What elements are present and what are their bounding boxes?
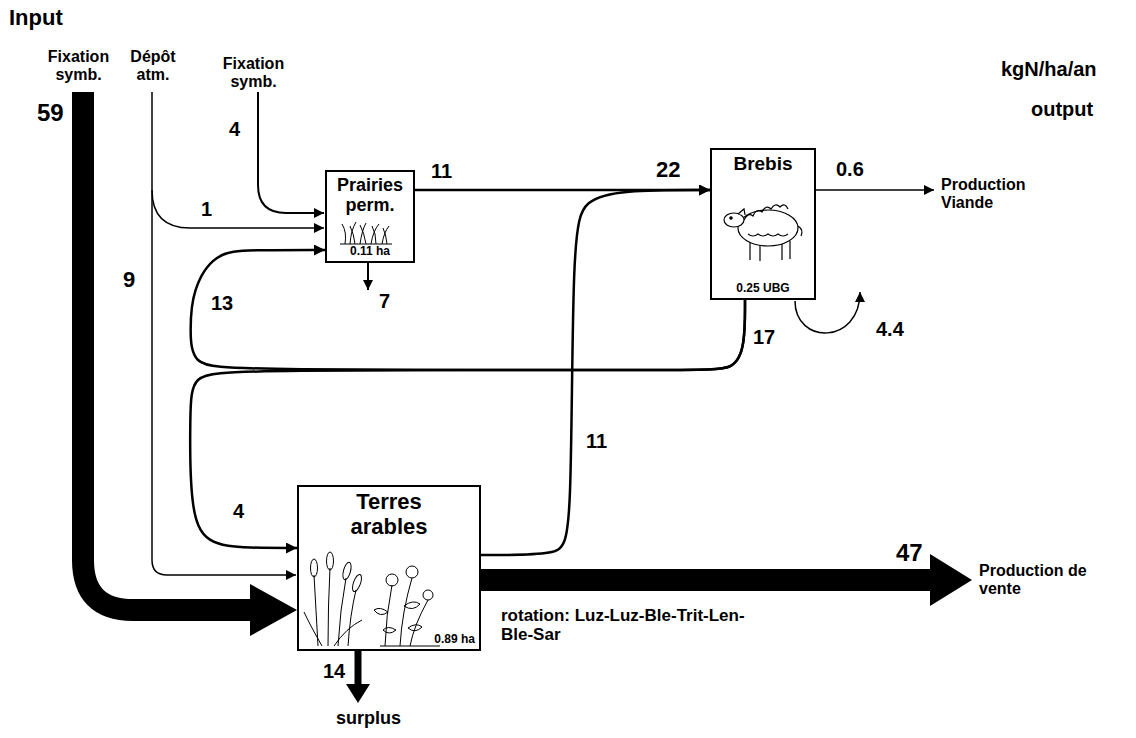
compartment-size: 0.25 UBG <box>736 282 789 295</box>
input-flow <box>83 92 252 610</box>
flow-value: 9 <box>122 268 136 293</box>
flow-value: 47 <box>895 540 924 567</box>
flow-connector <box>481 190 710 555</box>
input-flow <box>152 92 296 575</box>
compartment-box: Terres arables 0.89 ha <box>297 485 481 651</box>
compartment-box: Brebis 0.25 UBG <box>710 148 816 300</box>
compartment-name: Prairies perm. <box>331 175 409 215</box>
input-label: Fixation symb. <box>40 48 117 84</box>
output-label: Production de vente <box>978 562 1100 598</box>
sheep-illustration <box>724 205 802 261</box>
arrow-head <box>250 584 297 636</box>
rotation-note: rotation: Luz-Luz-Ble-Trit-Len-Ble-Sar <box>500 606 762 644</box>
input-label: Fixation symb. <box>215 55 292 91</box>
crop-illustration <box>304 552 440 646</box>
section-heading: Input <box>8 6 64 31</box>
flow-value: 4 <box>228 118 241 140</box>
flow-value: 7 <box>378 290 391 312</box>
compartment-name: Terres arables <box>334 490 444 539</box>
flow-value: 4 <box>232 500 245 522</box>
grass-illustration <box>340 222 392 244</box>
flow-value: 0.6 <box>835 158 865 180</box>
flow-value: 1 <box>200 198 213 220</box>
flow-value: 59 <box>36 100 65 127</box>
flow-value: 4.4 <box>875 318 905 340</box>
section-heading: output <box>1030 98 1094 120</box>
output-label: surplus <box>335 708 402 728</box>
unit-label: kgN/ha/an <box>1000 58 1098 80</box>
flow-value: 13 <box>210 292 234 314</box>
loss-flow <box>367 263 369 290</box>
flow-value: 22 <box>655 158 681 183</box>
flow-value: 14 <box>322 660 346 682</box>
flow-value: 11 <box>430 160 453 182</box>
input-flow <box>258 92 324 213</box>
flow-connector <box>190 300 745 548</box>
flow-connector <box>191 250 745 370</box>
arrow-head <box>930 554 972 606</box>
surplus-flow <box>355 651 362 686</box>
flow-value: 17 <box>752 326 776 348</box>
compartment-size: 0.11 ha <box>350 245 390 258</box>
input-label: Dépôt atm. <box>122 48 184 84</box>
arrow-head <box>346 684 370 703</box>
compartment-size: 0.89 ha <box>434 633 475 646</box>
compartment-box: Prairies perm. 0.11 ha <box>325 170 415 263</box>
compartment-name: Brebis <box>733 153 792 174</box>
input-flow <box>152 190 324 228</box>
flow-value: 11 <box>585 430 608 452</box>
output-flow <box>481 569 932 591</box>
output-label: Production Viande <box>940 176 1047 212</box>
output-flow <box>816 189 934 191</box>
